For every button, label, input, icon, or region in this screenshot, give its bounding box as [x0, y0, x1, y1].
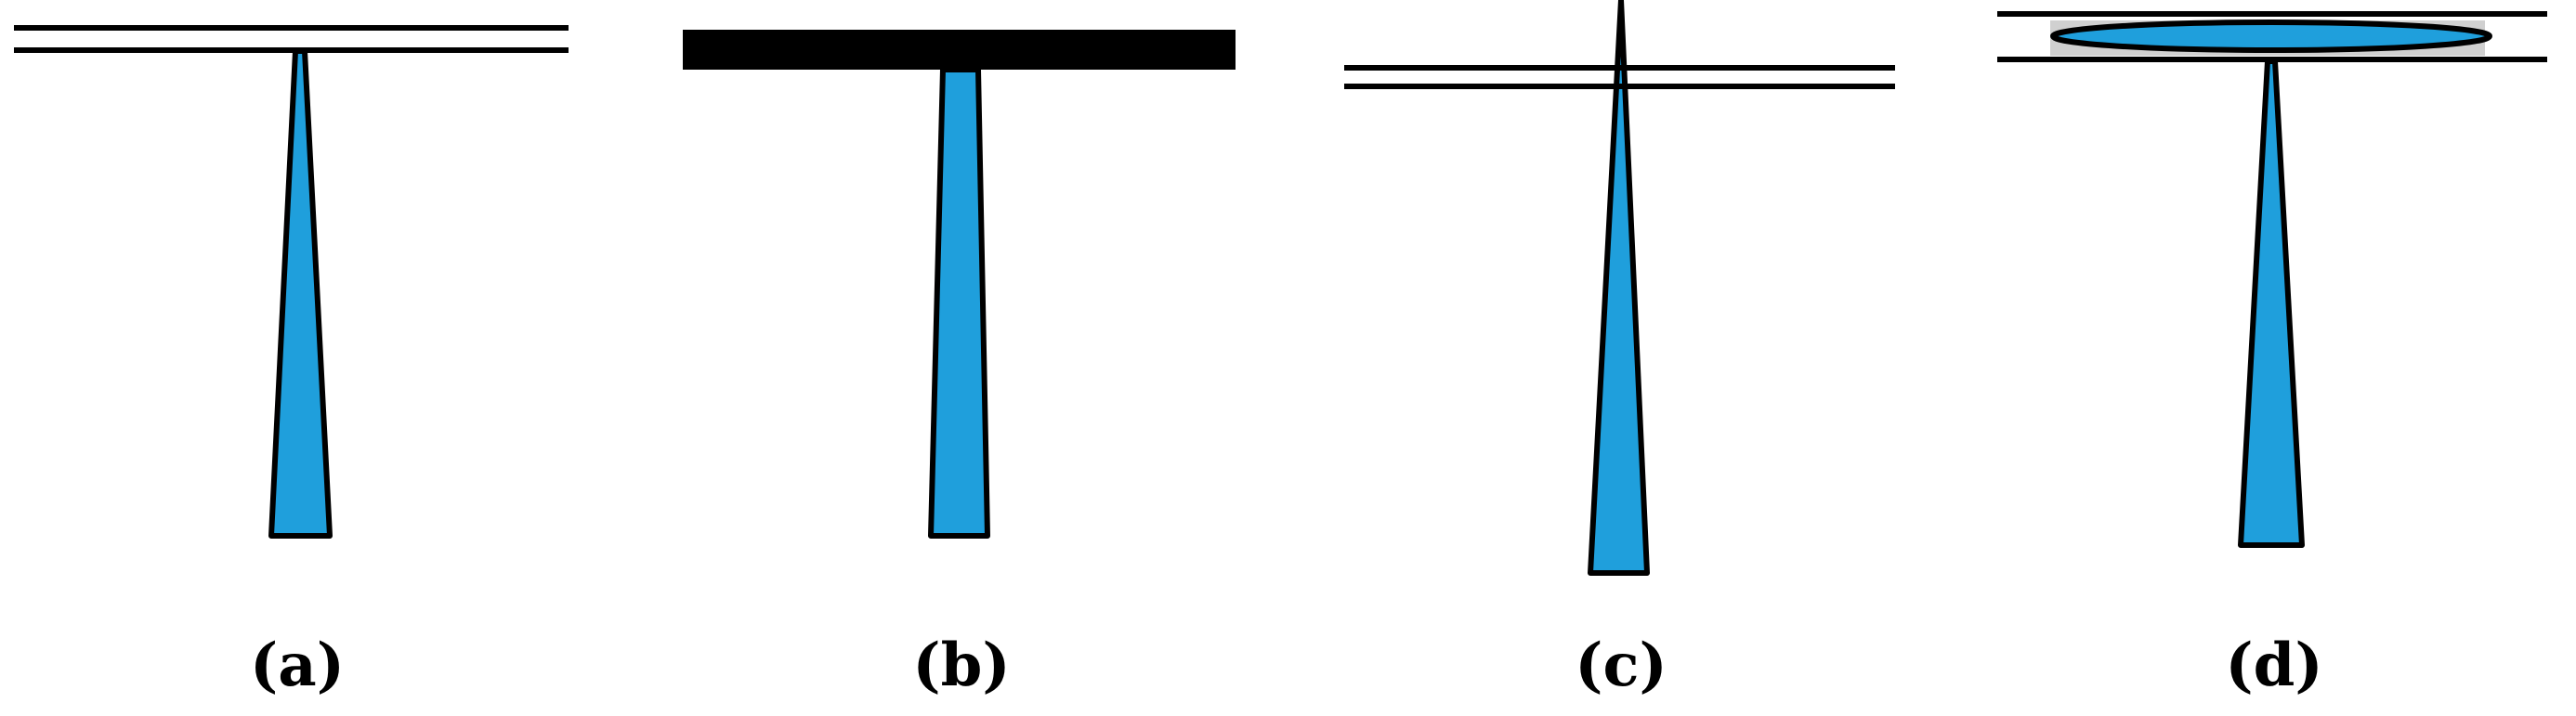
panel-b-substrate [683, 30, 1236, 70]
panel-d: (d) [1997, 11, 2547, 700]
panel-d-caption: (d) [2225, 631, 2322, 700]
panel-c-caption: (c) [1575, 631, 1667, 700]
panel-d-droplet [2050, 20, 2492, 53]
panel-c: (c) [1344, 0, 1895, 700]
panel-d-tapered-fiber [2238, 59, 2305, 548]
panel-a: (a) [14, 25, 569, 700]
panel-c-tapered-fiber [1588, 0, 1650, 576]
panel-a-tapered-fiber [268, 48, 333, 539]
panel-a-caption: (a) [250, 631, 345, 700]
panel-b: (b) [683, 30, 1236, 700]
panel-b-tapered-fiber [928, 67, 990, 539]
panel-b-caption: (b) [912, 631, 1010, 700]
